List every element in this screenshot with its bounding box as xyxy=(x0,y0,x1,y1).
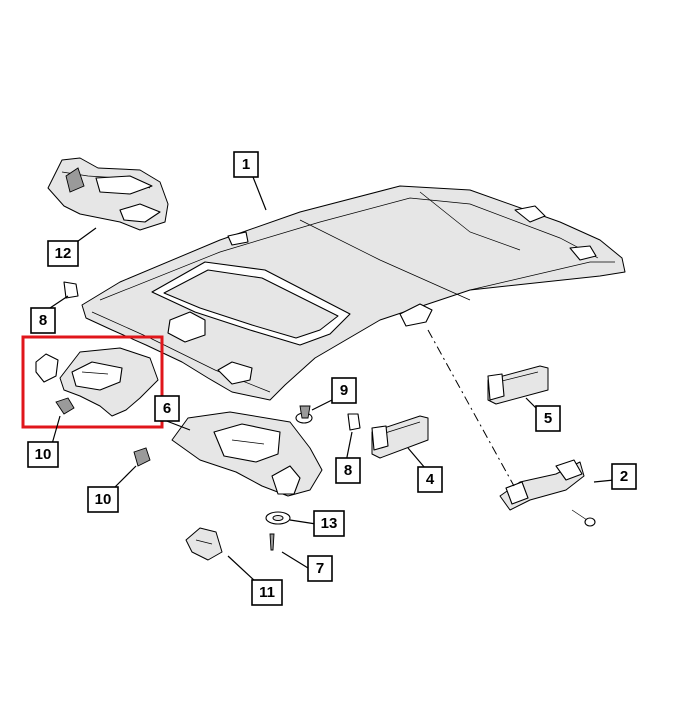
callout-8-upper-label: 8 xyxy=(39,312,47,329)
grab-handle-bracket-upper xyxy=(487,365,549,405)
mount-clip-upper xyxy=(63,281,79,299)
callout-1: 1 xyxy=(233,151,259,178)
callout-13-label: 13 xyxy=(321,515,338,532)
callout-10-right-label: 10 xyxy=(95,491,112,508)
callout-7: 7 xyxy=(307,555,333,582)
callout-4-label: 4 xyxy=(426,471,435,488)
callout-13: 13 xyxy=(313,510,345,537)
overhead-console xyxy=(47,157,169,231)
callout-12: 12 xyxy=(47,240,79,267)
callout-11-label: 11 xyxy=(259,584,275,601)
callout-9: 9 xyxy=(331,377,357,404)
headliner xyxy=(81,185,626,401)
screw xyxy=(269,533,275,551)
callout-1-label: 1 xyxy=(242,156,250,173)
callout-6-label: 6 xyxy=(163,400,171,417)
leader-lines xyxy=(49,176,615,583)
callout-8-upper: 8 xyxy=(30,307,56,334)
callout-8-lower-label: 8 xyxy=(344,462,352,479)
callout-11: 11 xyxy=(251,579,283,606)
callout-4: 4 xyxy=(417,466,443,493)
sun-visor-right xyxy=(171,411,323,497)
callout-12-label: 12 xyxy=(55,245,72,262)
sun-visor-left xyxy=(35,347,159,417)
assist-handle xyxy=(499,459,596,527)
visor-clip-left xyxy=(55,397,75,415)
callout-8-lower: 8 xyxy=(335,457,361,484)
mount-clip-lower xyxy=(347,413,361,431)
callout-10-right: 10 xyxy=(87,486,119,513)
location-line xyxy=(427,329,515,487)
callout-2-label: 2 xyxy=(620,468,628,485)
callout-7-label: 7 xyxy=(316,560,324,577)
callout-5-label: 5 xyxy=(544,410,552,427)
callout-2: 2 xyxy=(611,463,637,490)
visor-pivot xyxy=(295,405,313,424)
callout-10-left-label: 10 xyxy=(35,446,52,463)
washer xyxy=(265,511,291,525)
callout-6: 6 xyxy=(154,395,180,422)
callout-10-left: 10 xyxy=(27,441,59,468)
callout-9-label: 9 xyxy=(340,382,348,399)
bracket-clip xyxy=(185,527,223,561)
highlight-box xyxy=(21,335,164,429)
visor-clip-right xyxy=(133,447,151,467)
grab-handle-bracket-lower xyxy=(371,415,429,459)
callout-5: 5 xyxy=(535,405,561,432)
